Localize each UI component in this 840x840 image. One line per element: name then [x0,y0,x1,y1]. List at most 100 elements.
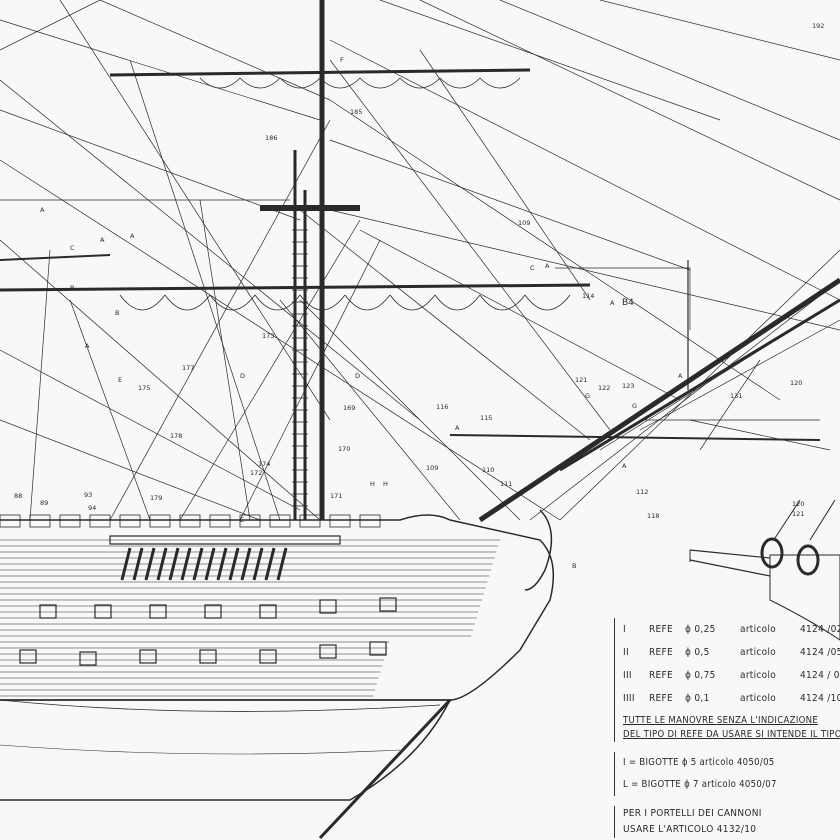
gunport [259,649,277,664]
jibboom [559,298,840,472]
hull-lower [0,699,452,801]
drawing-label: 114 [582,292,594,300]
rigging-line [129,59,281,521]
drawing-label: 192 [812,22,824,30]
drawing-label: 111 [500,480,512,488]
gunport [39,604,57,619]
refe-num: III [623,670,632,681]
refe-code: 4124 /02 [800,624,840,635]
bulwark-panel [359,514,381,528]
furled-sail [439,77,481,89]
refe-label: articolo [740,624,777,635]
furled-sail [199,77,241,89]
refe-num: IIII [623,693,635,704]
bulwark-panel [269,514,291,528]
furled-sail [119,294,166,311]
rigging-line [0,349,301,511]
gunport [369,641,387,656]
drawing-label: 173 [262,332,274,340]
rigging-line [0,79,421,421]
cannon [120,547,132,581]
drawing-label: 121 [575,376,587,384]
furled-sail [209,294,256,311]
rigging-line [0,0,101,51]
drawing-label: 131 [730,392,742,400]
drawing-label: D [355,372,360,380]
rigging-line [329,209,840,331]
gunport [204,604,222,619]
furled-sail [254,294,301,311]
drawing-label: B [70,284,74,292]
drawing-label: B [115,309,119,317]
furled-sail [279,77,321,89]
gunport [319,599,337,614]
detail-line [774,499,801,539]
rigging-line [109,119,331,521]
deadeye-ring [796,544,820,576]
drawing-label: A [610,299,615,307]
bulwark-panel [299,514,321,528]
refe-name: REFE [649,624,673,635]
rigging-line [599,0,840,61]
refe-diameter: ϕ 0,75 [685,670,716,681]
drawing-label: 121 [792,510,804,518]
refe-diameter: ϕ 0,1 [685,693,710,704]
drawing-label: 170 [338,445,350,453]
refe-label: articolo [740,693,777,704]
refe-code: 4124 /10 [800,693,840,704]
dimension-line [555,267,691,330]
drawing-label: 88 [14,492,22,500]
rigging-line [299,299,521,521]
bulwark-panel [329,514,351,528]
refe-label: articolo [740,670,777,681]
cannon [168,547,180,581]
gunport [199,649,217,664]
drawing-label: E [240,516,244,524]
gunport [79,651,97,666]
deck-rail [109,535,341,545]
drawing-label: C [70,244,75,252]
rigging-line [329,39,840,301]
furled-sail [299,294,346,311]
drawing-label: 110 [482,466,494,474]
refe-num: I [623,624,626,635]
furled-sail [399,77,441,89]
drawing-label: 123 [622,382,634,390]
hull-wale [0,699,441,712]
portelli-legend: PER I PORTELLI DEI CANNONI USARE L'ARTIC… [614,806,762,838]
gunport [139,649,157,664]
bulwark-panel [0,514,21,528]
rigging-line [329,59,611,431]
refe-num: II [623,647,629,658]
rigging-line [0,19,321,121]
furled-sail [319,77,361,89]
bulwark-panel [179,514,201,528]
drawing-label: 118 [647,512,659,520]
drawing-label: 177 [182,364,194,372]
furled-sail [239,77,281,89]
rigging-line [499,0,840,141]
gunport [19,649,37,664]
portelli-line: PER I PORTELLI DEI CANNONI [623,808,762,819]
cannon [240,547,252,581]
rigging-line [99,0,331,101]
drawing-label: A [455,424,460,432]
rigging-line [59,0,331,421]
drawing-label: H [370,480,375,488]
rigging-line [0,159,561,521]
rigging-line [329,99,781,401]
drawing-label: 172 [250,469,262,477]
refe-code: 4124 /05 [800,647,840,658]
bulwark-panel [29,514,51,528]
drawing-label: 179 [150,494,162,502]
drawing-label: 112 [636,488,648,496]
rigging-line [419,0,840,201]
drawing-label: G [632,402,637,410]
bulwark-panel [59,514,81,528]
rigging-line [29,249,51,521]
rigging-line [69,299,151,521]
cannon [264,547,276,581]
rigging-line [529,279,840,521]
bigotte-legend: I = BIGOTTE ϕ 5 articolo 4050/05 L = BIG… [614,752,777,796]
